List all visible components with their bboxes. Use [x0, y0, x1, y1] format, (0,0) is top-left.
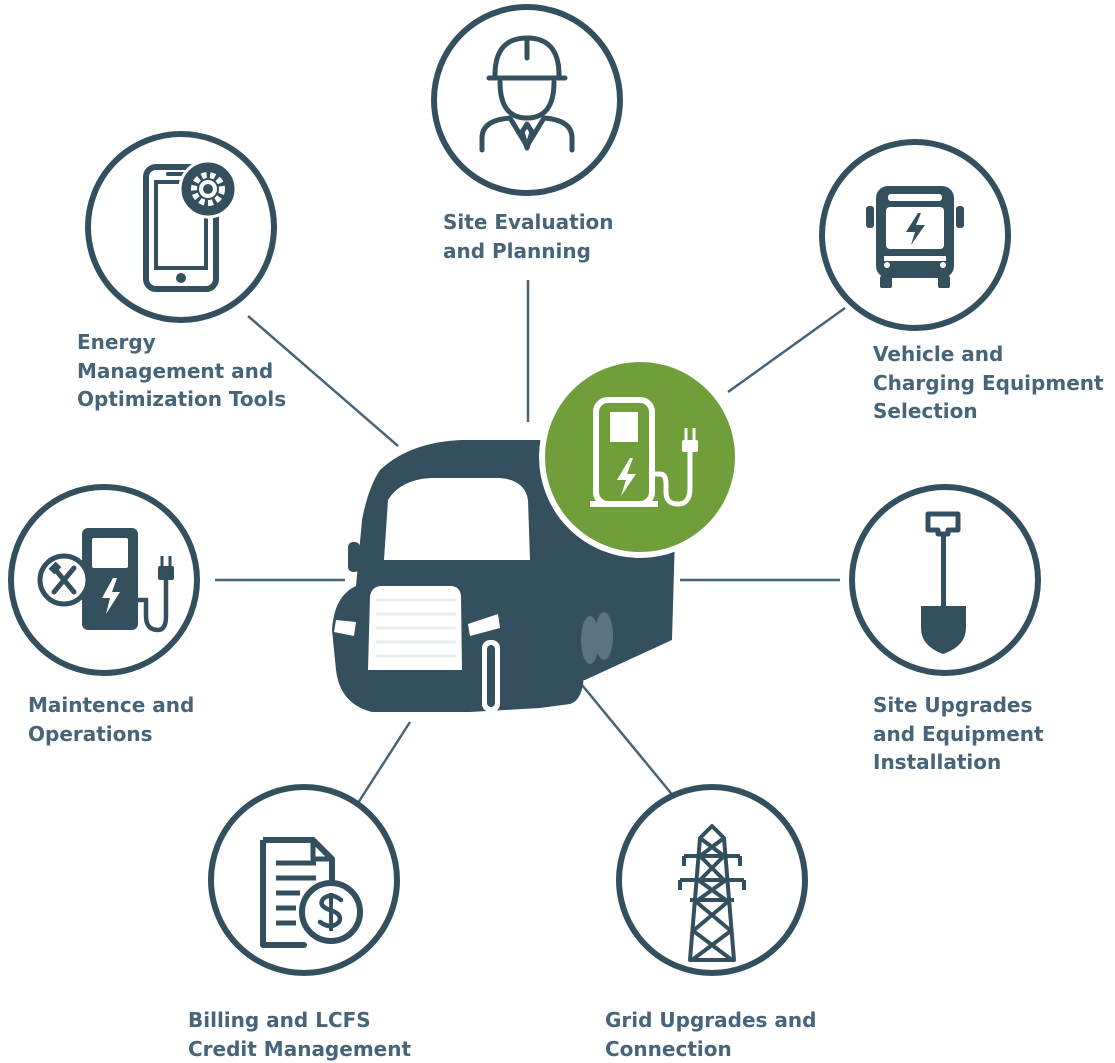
transmission-tower-icon	[678, 824, 746, 962]
connector-grid-upgrades	[581, 684, 676, 799]
node-circle-grid-upgrades	[616, 784, 808, 976]
label-grid-upgrades: Grid Upgrades and Connection	[605, 1008, 817, 1061]
connector-energy-management	[247, 315, 399, 447]
connector-vehicle-selection	[727, 306, 846, 394]
ev-charger-icon	[539, 356, 741, 558]
label-energy-management: Energy Management and Optimization Tools	[77, 330, 287, 411]
node-circle-billing	[208, 784, 400, 976]
node-circle-energy-management	[85, 131, 277, 323]
label-maintenance: Maintence and Operations	[28, 693, 195, 746]
node-circle-site-upgrades	[849, 484, 1041, 676]
shovel-icon	[921, 511, 966, 654]
label-vehicle-selection: Vehicle and Charging Equipment Selection	[873, 342, 1104, 423]
label-site-upgrades: Site Upgrades and Equipment Installation	[873, 693, 1044, 774]
node-circle-maintenance	[8, 484, 200, 676]
semi-truck-icon	[332, 430, 678, 712]
electric-bus-icon	[866, 186, 964, 288]
charger-tools-icon	[37, 528, 174, 633]
node-circle-vehicle-selection	[819, 139, 1011, 331]
engineer-hardhat-icon	[479, 35, 575, 153]
label-site-evaluation: Site Evaluation and Planning	[443, 210, 614, 263]
node-circle-site-evaluation	[431, 4, 623, 196]
label-billing: Billing and LCFS Credit Management	[188, 1008, 412, 1061]
invoice-dollar-icon	[260, 837, 363, 948]
connector-lines	[215, 280, 846, 804]
connector-billing	[356, 721, 412, 804]
phone-gear-icon	[143, 159, 238, 292]
